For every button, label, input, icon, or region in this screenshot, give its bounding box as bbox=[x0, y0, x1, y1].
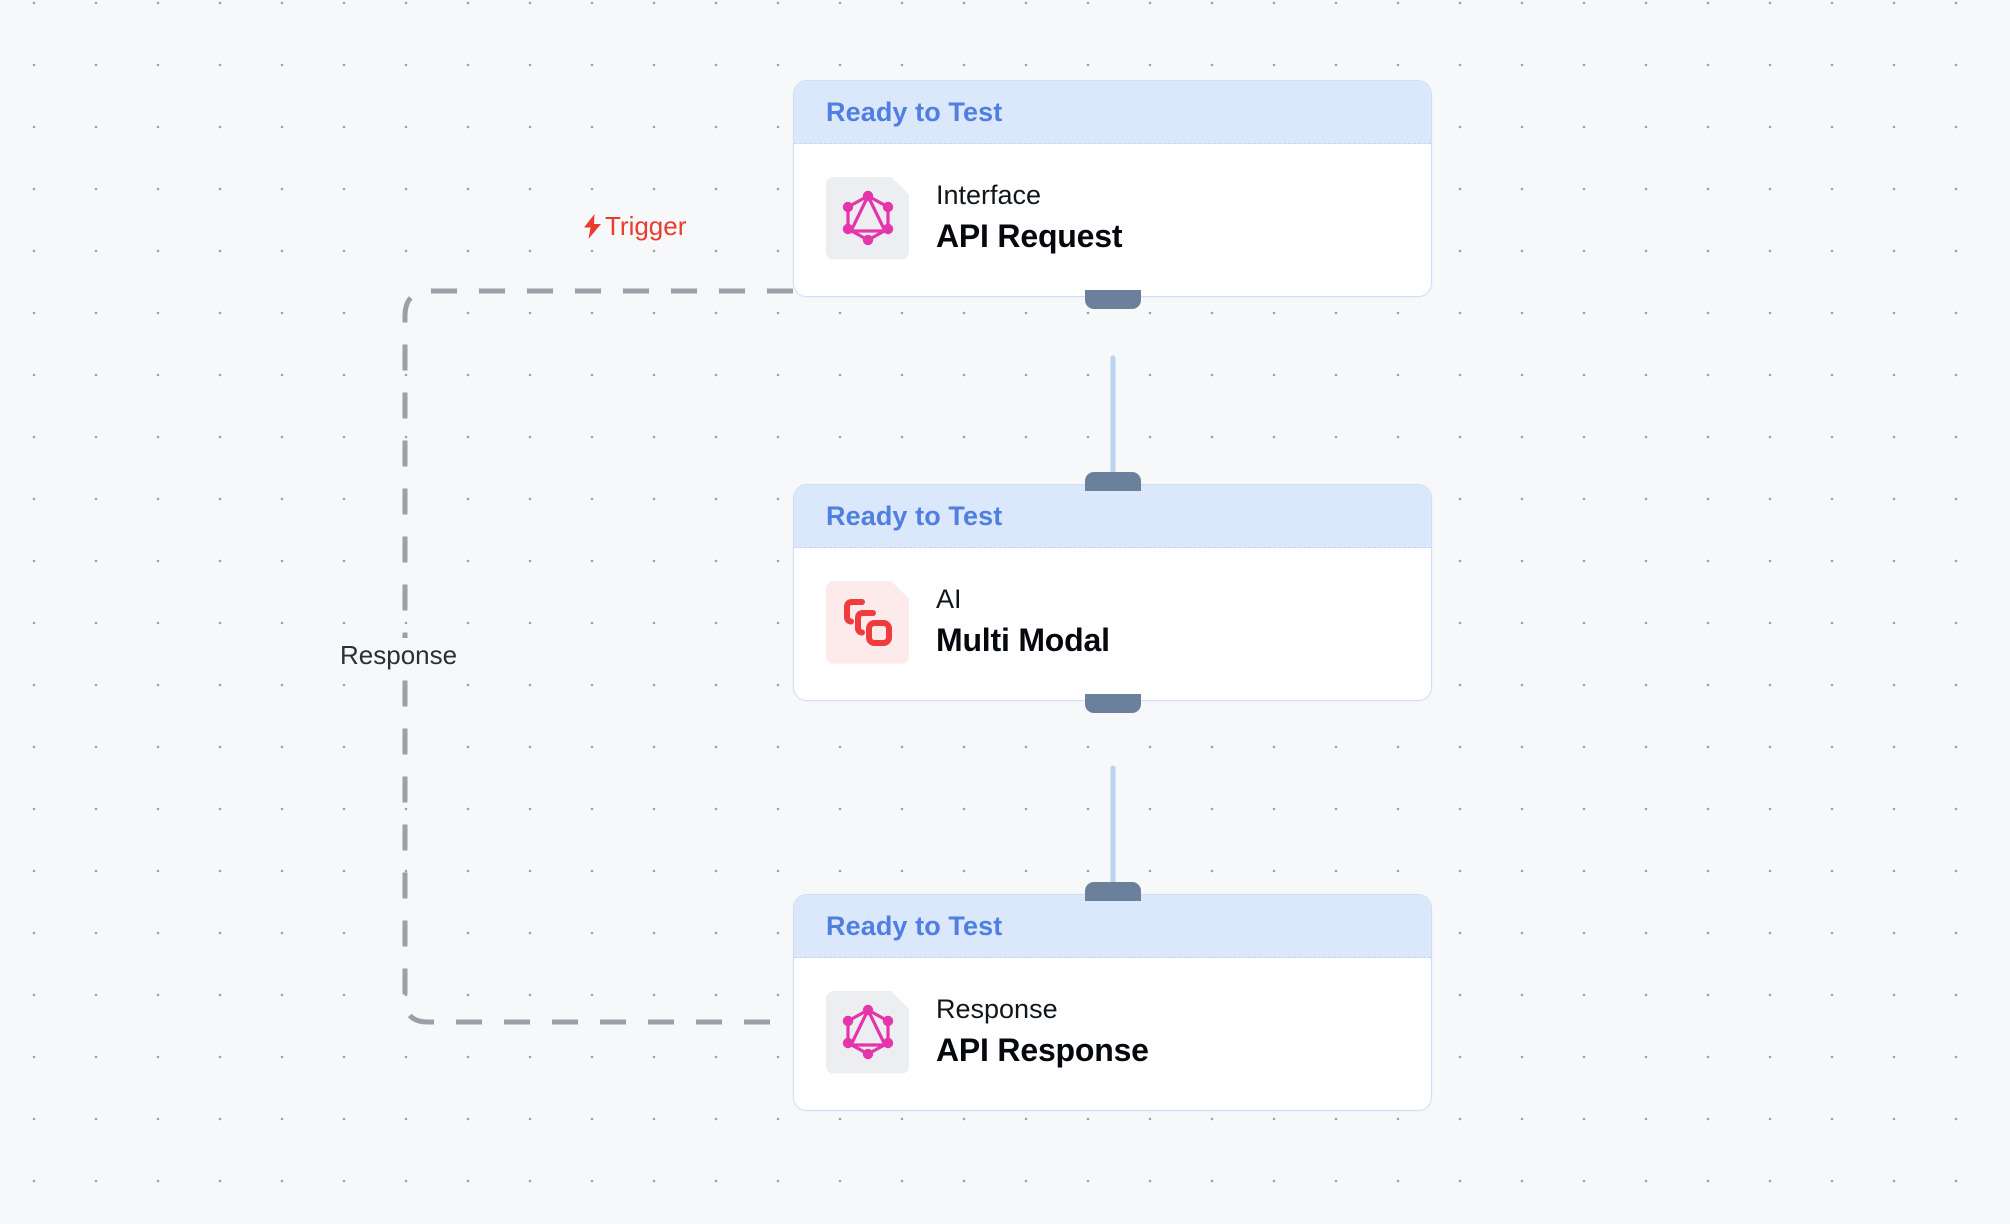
node-body-multi-modal: AI Multi Modal bbox=[794, 548, 1431, 700]
lightning-bolt-icon bbox=[583, 214, 602, 239]
edge-label-response: Response bbox=[331, 638, 467, 673]
node-header-api-response: Ready to Test bbox=[794, 895, 1431, 958]
source-handle-api-request[interactable] bbox=[1084, 290, 1141, 309]
node-text-api-response: Response API Response bbox=[936, 993, 1149, 1069]
graphql-icon bbox=[826, 990, 909, 1074]
target-handle-multi-modal[interactable] bbox=[1084, 472, 1141, 491]
node-kind-label: Response bbox=[936, 993, 1058, 1024]
status-badge: Ready to Test bbox=[826, 97, 1003, 127]
node-api-request[interactable]: Ready to Test bbox=[793, 80, 1432, 309]
status-badge: Ready to Test bbox=[826, 911, 1003, 941]
node-header-multi-modal: Ready to Test bbox=[794, 485, 1431, 548]
target-handle-api-response[interactable] bbox=[1084, 882, 1141, 901]
node-multi-modal[interactable]: Ready to Test bbox=[793, 472, 1432, 713]
status-badge: Ready to Test bbox=[826, 501, 1003, 531]
source-handle-multi-modal[interactable] bbox=[1084, 694, 1141, 713]
node-title-label: API Response bbox=[936, 1032, 1149, 1069]
node-title-label: Multi Modal bbox=[936, 622, 1110, 659]
graphql-icon bbox=[826, 176, 909, 260]
multi-modal-stack-icon bbox=[826, 580, 909, 664]
node-kind-label: Interface bbox=[936, 179, 1042, 210]
node-header-api-request: Ready to Test bbox=[794, 81, 1431, 144]
node-body-api-response: Response API Response bbox=[794, 958, 1431, 1110]
node-api-response[interactable]: Ready to Test bbox=[793, 882, 1432, 1111]
node-text-multi-modal: AI Multi Modal bbox=[936, 583, 1110, 659]
node-title-label: API Request bbox=[936, 218, 1123, 255]
node-text-api-request: Interface API Request bbox=[936, 179, 1123, 255]
node-kind-label: AI bbox=[936, 583, 962, 614]
edge-label-trigger-text: Trigger bbox=[605, 211, 687, 241]
edge-label-trigger: Trigger bbox=[583, 211, 686, 242]
node-body-api-request: Interface API Request bbox=[794, 144, 1431, 296]
